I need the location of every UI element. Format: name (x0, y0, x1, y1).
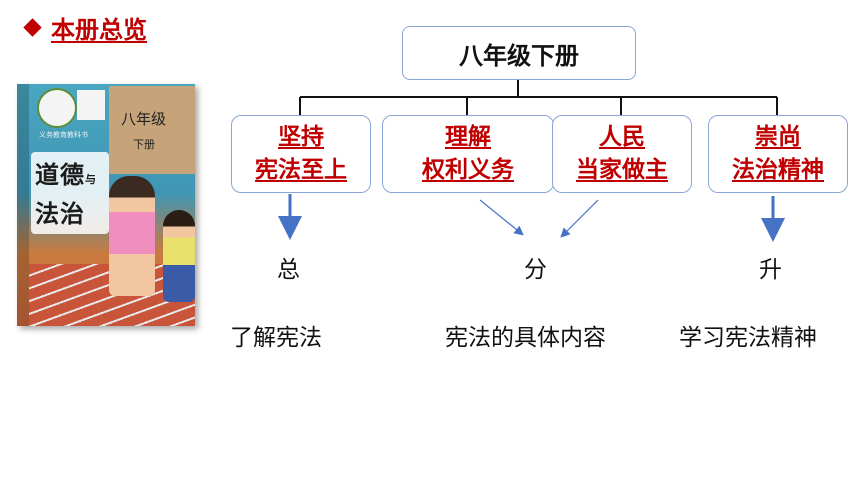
cover-publisher: 义务教育教科书 (39, 131, 88, 139)
converge-arrow-left (479, 199, 524, 236)
stage-mark-detail: 分 (524, 257, 547, 283)
cover-emblem-icon (37, 88, 77, 128)
root-node: 八年级下册 (402, 26, 636, 80)
stage-desc-elevate: 学习宪法精神 (679, 325, 817, 351)
unit-node-4: 崇尚法治精神 (708, 115, 848, 193)
unit-node-2: 理解权利义务 (382, 115, 554, 193)
unit-node-1: 坚持宪法至上 (231, 115, 371, 193)
section-heading: 本册总览 (22, 10, 147, 45)
cover-boy-figure (163, 210, 195, 302)
converge-arrow-right (560, 199, 599, 238)
stage-desc-general: 了解宪法 (230, 325, 322, 351)
cover-title-panel (31, 152, 109, 234)
cover-title: 道德与 法治 (35, 160, 97, 228)
cover-logo-icon (77, 90, 105, 120)
cover-volume: 下册 (133, 138, 155, 151)
cover-grade: 八年级 (121, 110, 167, 128)
cover-grade-box (109, 86, 195, 174)
unit-node-3: 人民当家做主 (552, 115, 692, 193)
cover-spine (17, 84, 29, 326)
stage-desc-detail: 宪法的具体内容 (445, 325, 606, 351)
textbook-cover-image: 义务教育教科书 八年级 下册 道德与 法治 (17, 84, 195, 326)
cover-girl-figure (109, 176, 155, 296)
section-title: 本册总览 (51, 16, 147, 44)
stage-mark-general: 总 (277, 257, 300, 283)
stage-mark-elevate: 升 (759, 257, 782, 283)
